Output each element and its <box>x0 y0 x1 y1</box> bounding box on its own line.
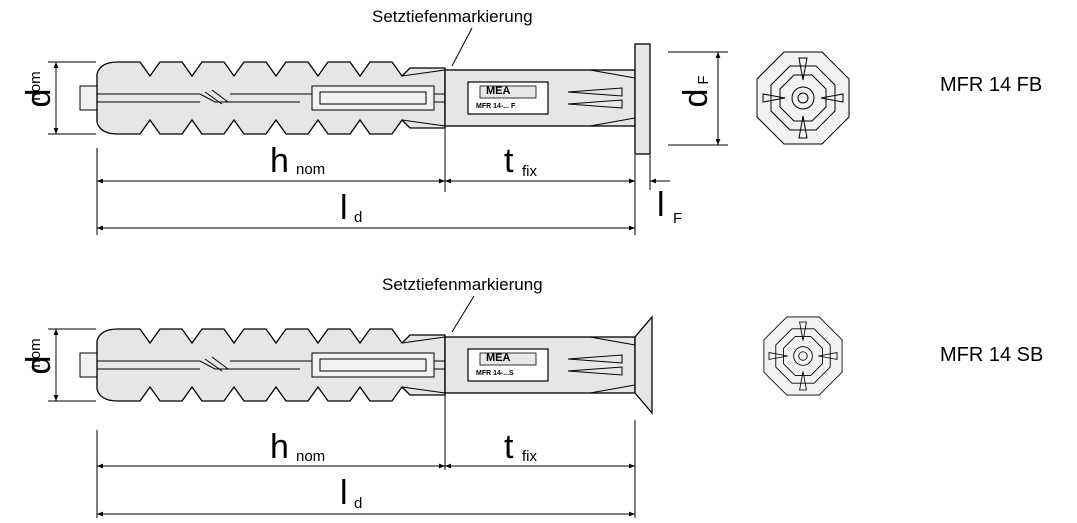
marking-note: Setztiefenmarkierung <box>372 7 533 26</box>
t-fix-label-2: t <box>504 428 514 466</box>
t-fix-label: t <box>504 142 514 180</box>
l-d-label-2: l <box>340 474 348 512</box>
t-fix-sub: fix <box>522 163 538 180</box>
dowel-sb-body <box>79 328 636 402</box>
product-print: MFR 14-... F <box>476 103 516 110</box>
l-f-label: l <box>657 186 665 224</box>
countersunk-head <box>634 315 653 415</box>
h-nom-label-2: h <box>270 428 289 466</box>
h-nom-sub-2: nom <box>296 448 325 465</box>
product-print-2: MFR 14-...S <box>476 370 514 377</box>
end-view-fb <box>756 51 850 145</box>
d-f-sub: F <box>695 75 712 84</box>
d-nom-sub: nom <box>27 71 44 100</box>
brand-print: MEA <box>486 85 511 97</box>
h-nom-sub: nom <box>296 161 325 178</box>
l-d-sub: d <box>354 209 362 226</box>
end-view-sb <box>763 316 843 396</box>
l-d-label: l <box>340 189 348 227</box>
brand-print-2: MEA <box>486 352 511 364</box>
model-label-sb: MFR 14 SB <box>940 344 1043 366</box>
l-f-sub: F <box>673 210 682 227</box>
h-nom-label: h <box>270 142 289 180</box>
model-label-fb: MFR 14 FB <box>940 74 1042 96</box>
d-nom-sub-2: nom <box>27 338 44 367</box>
d-nom-label-2: d <box>20 356 58 375</box>
drawing-fb: d nom d F h nom t fix l F l d Setztiefen… <box>20 7 1042 235</box>
marking-note-2: Setztiefenmarkierung <box>382 275 543 294</box>
dowel-fb-body <box>79 61 636 135</box>
d-f-label: d <box>677 89 715 108</box>
drawing-sb: d nom h nom t fix l d Setztiefenmarkieru… <box>20 275 1043 518</box>
l-d-sub-2: d <box>354 495 362 512</box>
d-nom-label: d <box>20 89 58 108</box>
t-fix-sub-2: fix <box>522 448 538 465</box>
flange <box>634 43 651 155</box>
